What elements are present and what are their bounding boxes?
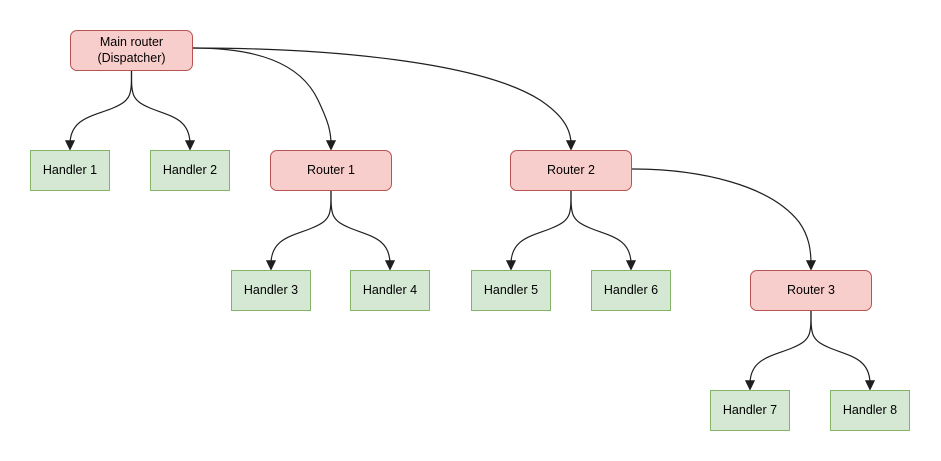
node-router-3-label: Router 3 <box>787 282 835 297</box>
node-main-router-label: Main router (Dispatcher) <box>97 34 166 65</box>
edge-router-1-to-handler-4 <box>330 190 391 265</box>
node-router-2-label: Router 2 <box>547 162 595 177</box>
edge-main-to-handler-1 <box>69 70 133 145</box>
node-main-router[interactable]: Main router (Dispatcher) <box>70 30 193 71</box>
node-handler-5-label: Handler 5 <box>483 282 539 297</box>
node-handler-8[interactable]: Handler 8 <box>830 390 910 431</box>
node-handler-6[interactable]: Handler 6 <box>591 270 671 311</box>
node-handler-1-label: Handler 1 <box>42 162 98 177</box>
edge-main-to-router-1-arrowhead <box>325 140 337 151</box>
edge-router-3-to-handler-7 <box>749 310 812 385</box>
node-router-3[interactable]: Router 3 <box>750 270 872 311</box>
node-router-2[interactable]: Router 2 <box>510 150 632 191</box>
edge-main-to-handler-2-arrowhead <box>184 140 196 151</box>
edge-router-3-to-handler-8 <box>810 310 871 385</box>
node-handler-1[interactable]: Handler 1 <box>30 150 110 191</box>
node-handler-5[interactable]: Handler 5 <box>471 270 551 311</box>
edge-main-to-router-1 <box>192 47 332 145</box>
edge-main-to-handler-2 <box>130 70 191 145</box>
edge-router-1-to-handler-3 <box>270 190 332 265</box>
edge-router-2-to-router-3 <box>631 168 812 265</box>
node-handler-2[interactable]: Handler 2 <box>150 150 230 191</box>
node-handler-7[interactable]: Handler 7 <box>710 390 790 431</box>
edge-router-2-to-handler-5-arrowhead <box>505 260 517 271</box>
node-router-1-label: Router 1 <box>307 162 355 177</box>
edge-router-1-to-handler-3-arrowhead <box>265 260 277 271</box>
node-handler-3[interactable]: Handler 3 <box>231 270 311 311</box>
edge-router-1-to-handler-4-arrowhead <box>384 260 396 271</box>
arrowheads-group <box>64 140 876 391</box>
node-handler-3-label: Handler 3 <box>243 282 299 297</box>
edge-router-3-to-handler-7-arrowhead <box>744 380 756 391</box>
node-router-1[interactable]: Router 1 <box>270 150 392 191</box>
edge-main-to-router-2-arrowhead <box>565 140 577 151</box>
node-handler-6-label: Handler 6 <box>603 282 659 297</box>
edges-group <box>69 47 871 385</box>
node-handler-8-label: Handler 8 <box>842 402 898 417</box>
node-handler-4[interactable]: Handler 4 <box>350 270 430 311</box>
edge-main-to-handler-1-arrowhead <box>64 140 76 151</box>
edge-router-2-to-handler-6-arrowhead <box>625 260 637 271</box>
node-handler-7-label: Handler 7 <box>722 402 778 417</box>
node-handler-2-label: Handler 2 <box>162 162 218 177</box>
node-handler-4-label: Handler 4 <box>362 282 418 297</box>
edge-router-3-to-handler-8-arrowhead <box>864 380 876 391</box>
edge-main-to-router-2 <box>192 47 572 145</box>
edge-router-2-to-router-3-arrowhead <box>805 260 817 271</box>
edge-router-2-to-handler-6 <box>570 190 632 265</box>
edge-router-2-to-handler-5 <box>510 190 572 265</box>
